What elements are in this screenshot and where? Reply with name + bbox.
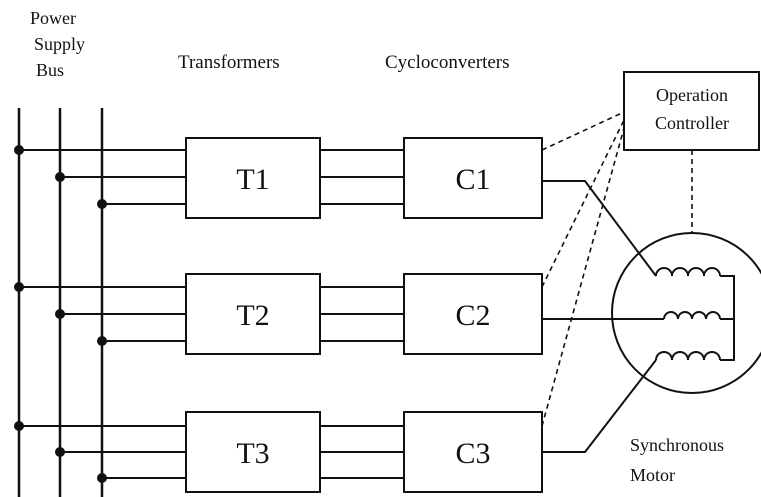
transformer-t3-label: T3 [236,437,269,470]
transformer-t3-box [185,411,321,493]
cycloconverter-c1-box [403,137,543,219]
transformer-t2-label: T2 [236,299,269,332]
transformers-header: Transformers [178,52,280,73]
cycloconverters-header: Cycloconverters [385,52,510,73]
winding-1 [655,267,721,277]
transformer-t2-box [185,273,321,355]
cycloconverter-c3-label: C3 [455,437,490,470]
motor-feed-lines [542,180,664,453]
bus-junctions [14,145,107,483]
cycloconverter-c2-box [403,273,543,355]
motor-circle [611,232,761,394]
power-supply-bus-label-line2: Supply [34,34,85,54]
synchronous-motor-label-line2: Motor [630,465,675,485]
power-supply-bus-label-line1: Power [30,8,76,28]
winding-2 [663,311,721,320]
cycloconverter-c3-box [403,411,543,493]
transformer-t1-box [185,137,321,219]
control-signal-lines [541,111,693,427]
power-supply-bus-label-line3: Bus [36,60,64,80]
stage-2 [19,273,543,355]
power-supply-bus [17,108,104,497]
operation-controller-label-line2: Controller [655,113,729,133]
cycloconverter-c1-label: C1 [455,163,490,196]
operation-controller-box [623,71,760,151]
transformer-t1-label: T1 [236,163,269,196]
stage-3 [19,411,543,493]
stage-1 [19,137,543,219]
cycloconverter-c2-label: C2 [455,299,490,332]
synchronous-motor-label-line1: Synchronous [630,435,724,455]
operation-controller-label-line1: Operation [656,85,728,105]
winding-3 [655,351,721,361]
synchronous-motor [611,232,761,394]
